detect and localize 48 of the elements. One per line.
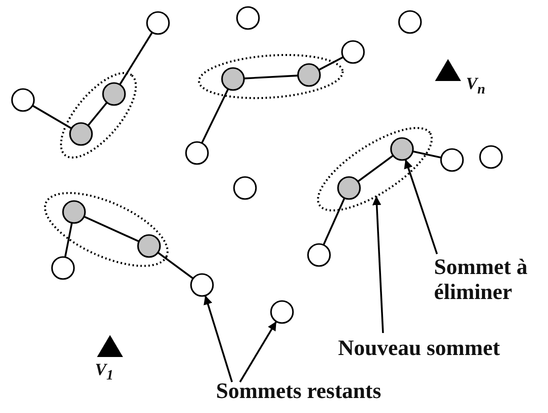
vertex-circle <box>233 176 257 200</box>
arrow <box>239 320 278 382</box>
edge-line <box>87 102 108 126</box>
vertex-circle <box>102 82 126 106</box>
triangle-marker <box>435 59 461 81</box>
vertex-circle <box>341 40 365 64</box>
vertex-circle <box>336 176 361 200</box>
arrow <box>404 159 438 254</box>
dotted-ellipse <box>316 126 434 212</box>
edge-line <box>201 88 229 144</box>
vertex-circle <box>146 11 170 35</box>
vertex-circle <box>236 6 260 30</box>
edge-line <box>322 198 346 246</box>
vertex-circle <box>62 200 86 224</box>
vertex-circle <box>296 62 321 87</box>
vertex-circle <box>11 88 35 112</box>
edge-line <box>157 252 194 280</box>
dotted-ellipse <box>197 53 345 101</box>
vertex-circle <box>440 148 464 172</box>
vertex-circle <box>136 234 161 258</box>
vertex-circle <box>185 141 209 165</box>
edge-line <box>412 150 442 159</box>
callout-text: Sommets restants <box>216 378 382 403</box>
edge-line <box>32 104 72 130</box>
vertex-circle <box>390 136 414 161</box>
callout-text: Nouveau sommet <box>338 335 501 360</box>
vertex-circle <box>190 273 214 297</box>
vertex-circle <box>270 300 294 324</box>
vertex-label: V$_{1}$ <box>95 360 114 384</box>
edge-line <box>318 56 344 71</box>
edge-line <box>357 154 394 182</box>
triangle-marker <box>97 335 123 357</box>
edge-line <box>119 32 153 86</box>
vertex-circle <box>68 122 93 146</box>
dotted-ellipse <box>58 70 138 160</box>
callout-text: Sommet à éliminer <box>434 254 528 304</box>
vertex-circle <box>479 145 503 169</box>
arrow <box>204 295 233 382</box>
vertex-circle <box>307 243 331 267</box>
edge-line <box>84 216 140 242</box>
dotted-ellipse <box>42 190 170 268</box>
arrow <box>372 196 384 334</box>
vertex-circle <box>220 66 245 91</box>
vertex-circle <box>398 10 422 34</box>
edge-line <box>244 74 298 80</box>
vertex-circle <box>51 256 75 280</box>
edge-line <box>64 222 73 258</box>
vertex-label: V$_{n}$ <box>466 74 486 98</box>
